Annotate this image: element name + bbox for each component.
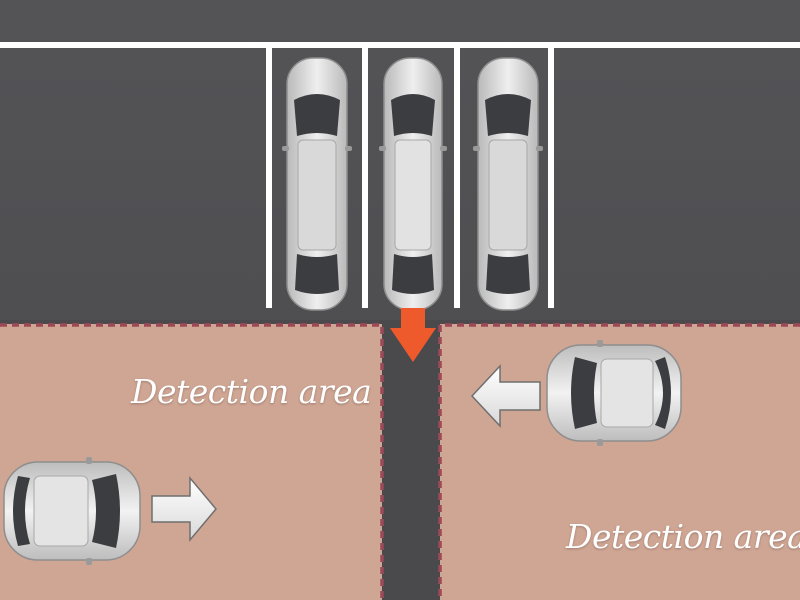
approaching-car-left xyxy=(3,457,141,565)
parking-divider-3 xyxy=(454,46,460,308)
parking-divider-1 xyxy=(266,46,272,308)
left-arrow-icon xyxy=(470,364,541,428)
parking-top-line xyxy=(0,42,800,48)
parking-divider-2 xyxy=(362,46,368,308)
parked-car-right xyxy=(473,57,543,311)
detection-area-border xyxy=(0,323,800,600)
down-arrow-icon xyxy=(390,308,436,362)
approaching-car-right xyxy=(546,340,682,446)
right-arrow-icon xyxy=(151,475,217,543)
parking-divider-4 xyxy=(548,46,554,308)
detection-area-label-right: Detection area xyxy=(566,517,800,556)
parked-car-left xyxy=(282,57,352,311)
detection-area-label-left: Detection area xyxy=(131,372,372,411)
reversing-car xyxy=(379,57,447,311)
